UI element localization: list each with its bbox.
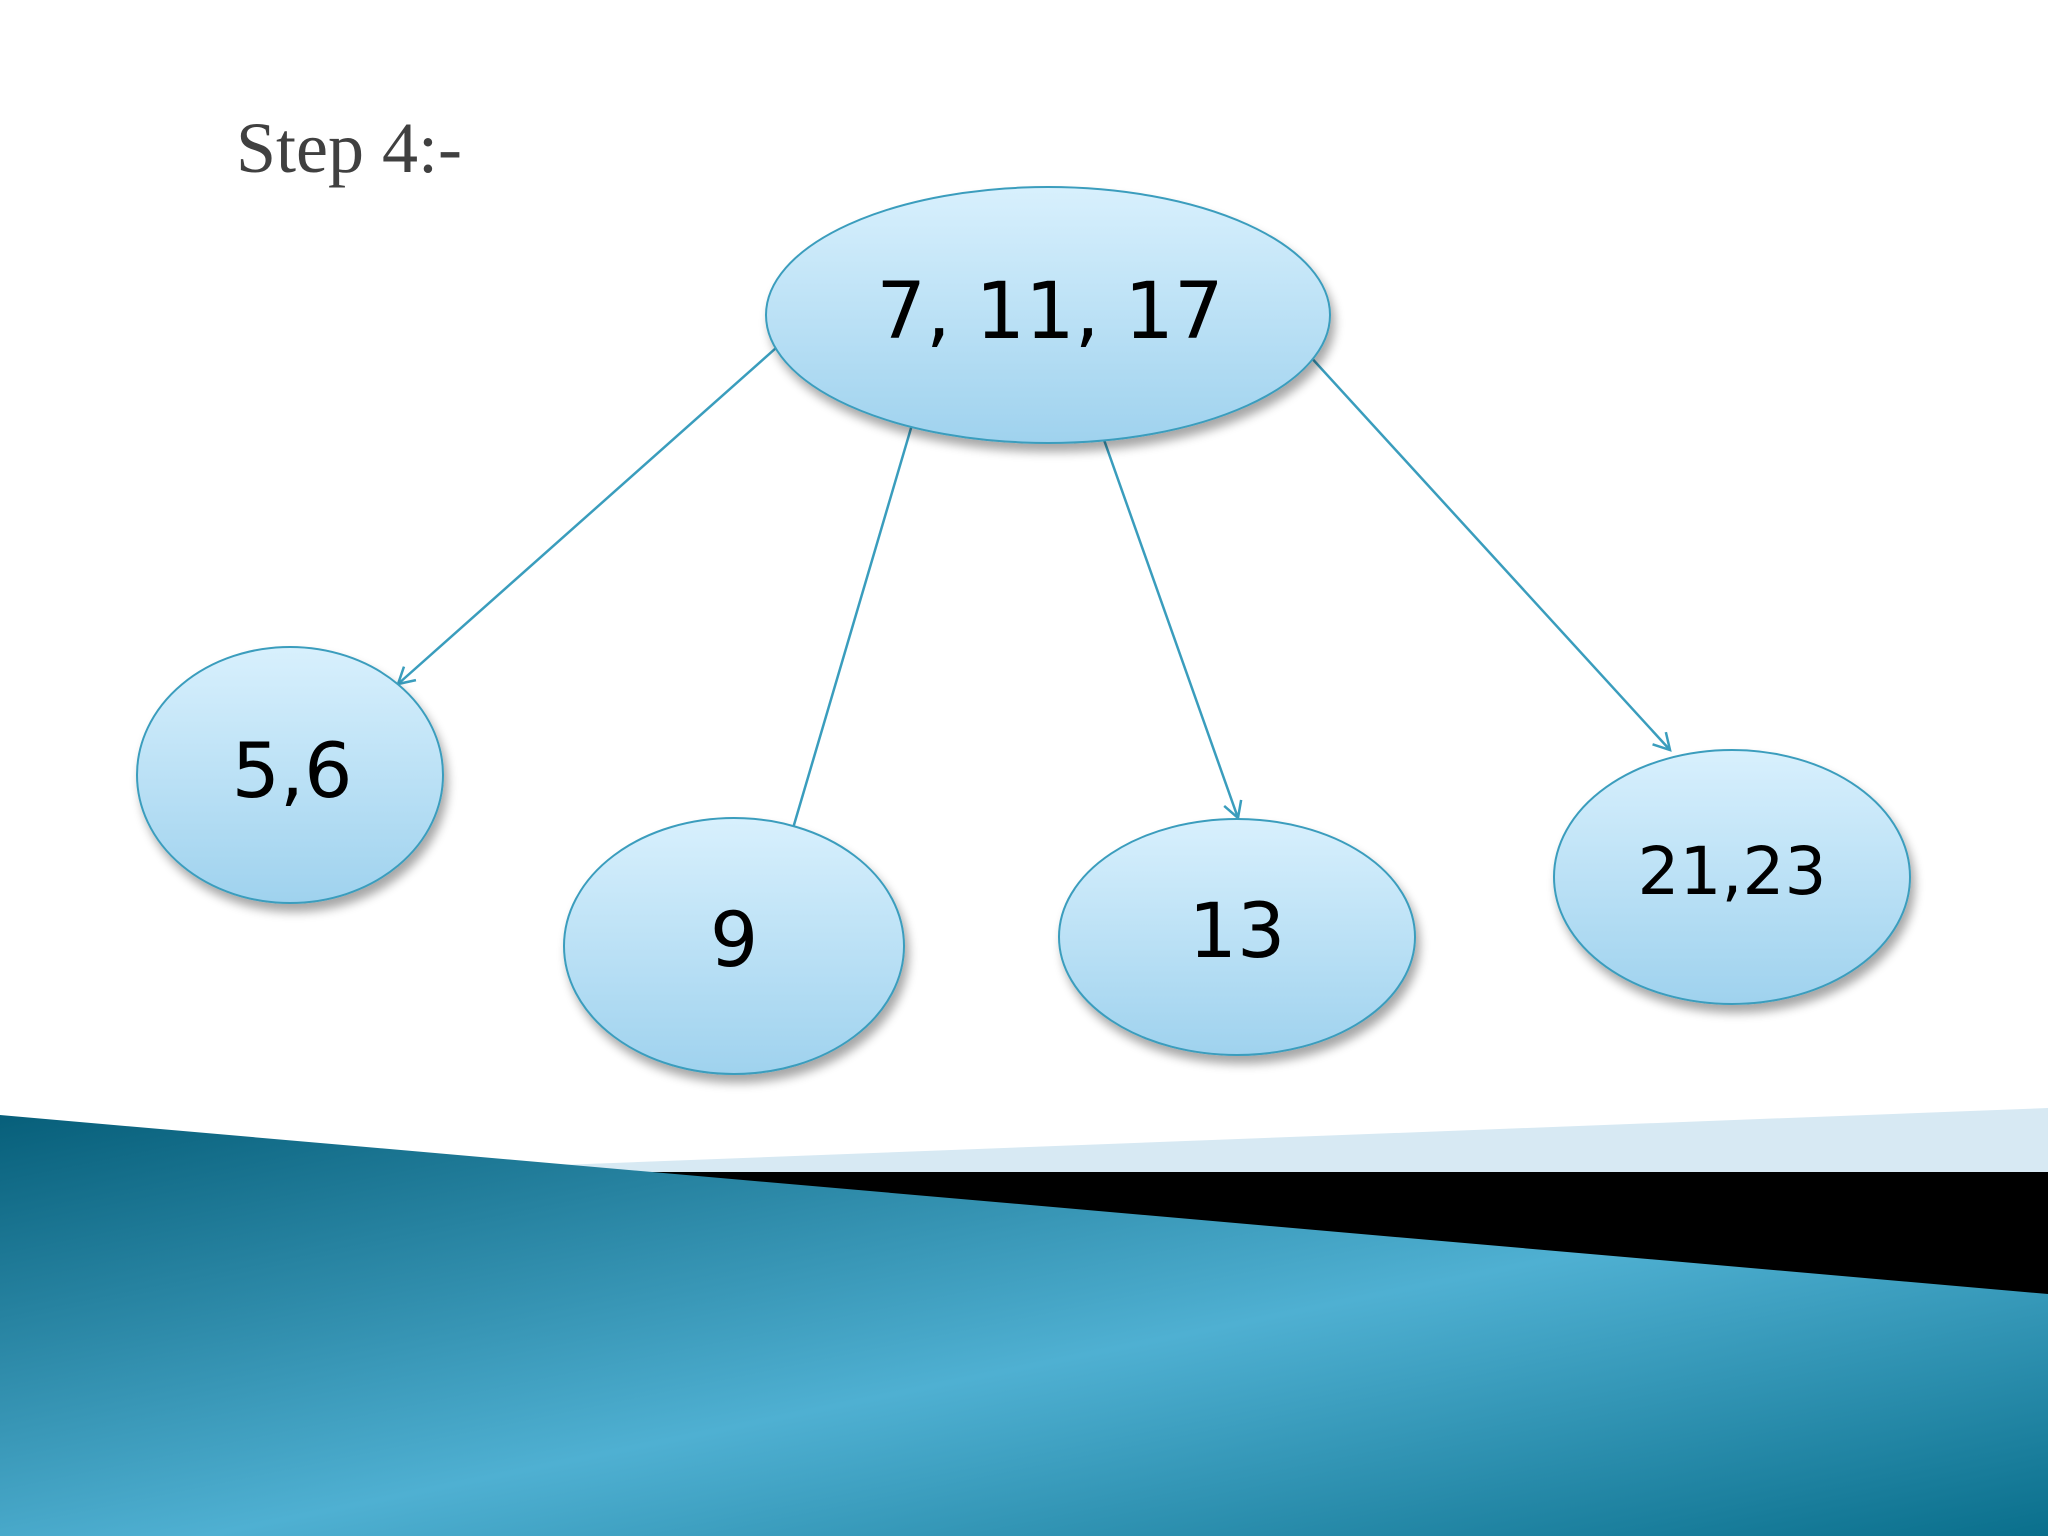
child-node-21-23-shape [1553,749,1911,1005]
child-node-21-23 [1553,749,1911,1005]
child-node-13-shape [1058,818,1416,1056]
footer-pale-strip [560,1108,2048,1172]
footer-teal-shape [0,1115,2048,1536]
child-node-21-23-label: 21,23 [1638,833,1827,910]
root-node-label: 7, 11, 17 [876,267,1223,357]
child-node-5-6-label: 5,6 [232,726,353,815]
child-node-5-6 [136,646,444,904]
child-node-13-label: 13 [1189,886,1286,975]
slide-title: Step 4:- [236,108,462,188]
child-node-9-label: 9 [710,895,758,984]
child-node-5-6-shape [136,646,444,904]
root-node [765,186,1331,444]
child-node-9 [563,817,905,1075]
child-node-13 [1058,818,1416,1056]
child-node-9-shape [563,817,905,1075]
root-node-shape [765,186,1331,444]
arrow-root-to-21-23 [1296,341,1672,752]
footer-band [0,1108,2048,1536]
arrow-root-to-5-6 [396,339,786,686]
